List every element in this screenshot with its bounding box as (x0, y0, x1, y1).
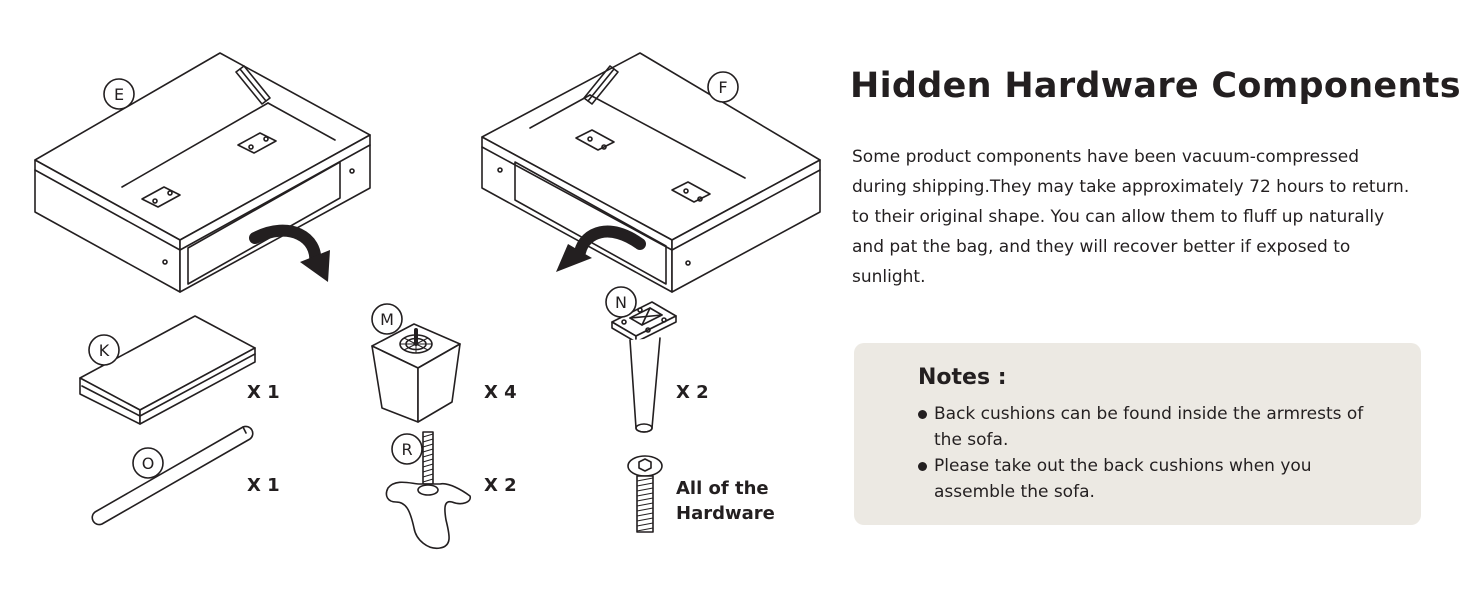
label-circle-n (605, 286, 637, 318)
label-circle-e (103, 78, 135, 110)
part-label-o: O (142, 454, 155, 473)
notes-item-text: Back cushions can be found inside the ar… (934, 404, 1364, 450)
part-label-r: R (401, 440, 412, 459)
qty-n: X 2 (676, 382, 709, 403)
notes-list: Back cushions can be found inside the ar… (918, 401, 1388, 505)
bullet-icon (918, 462, 927, 471)
page-title: Hidden Hardware Components (850, 66, 1461, 106)
back-board-k-illustration (79, 315, 256, 425)
label-circle-r (391, 433, 423, 465)
notes-item: Back cushions can be found inside the ar… (918, 401, 1388, 453)
qty-m: X 4 (484, 382, 517, 403)
qty-o: X 1 (247, 475, 280, 496)
label-circle-f (707, 71, 739, 103)
leg-n-illustration (611, 301, 677, 433)
label-circle-o (132, 447, 164, 479)
notes-item: Please take out the back cushions when y… (918, 453, 1388, 505)
bolt-illustration (627, 455, 663, 533)
part-label-f: F (718, 78, 727, 97)
armrest-e-illustration (34, 52, 371, 293)
notes-box: Notes : Back cushions can be found insid… (854, 343, 1421, 525)
qty-r: X 2 (484, 475, 517, 496)
hardware-label-line1: All of the (676, 478, 769, 499)
label-circle-k (88, 334, 120, 366)
part-label-m: M (380, 310, 394, 329)
qty-k: X 1 (247, 382, 280, 403)
part-label-e: E (114, 85, 124, 104)
part-label-k: K (99, 341, 110, 360)
description-text: Some product components have been vacuum… (852, 147, 1410, 287)
hardware-label-line2: Hardware (676, 503, 775, 524)
notes-item-text: Please take out the back cushions when y… (934, 456, 1312, 502)
knob-r-illustration (385, 431, 472, 550)
armrest-f-illustration (481, 52, 821, 293)
leg-m-illustration (371, 323, 461, 423)
hardware-diagram: E F K O M R N X 1 X 1 X 4 X 2 X 2 All of… (34, 52, 821, 550)
label-circle-m (371, 303, 403, 335)
part-label-n: N (615, 293, 627, 312)
notes-title: Notes : (918, 365, 1007, 390)
rod-o-illustration (91, 425, 254, 526)
bullet-icon (918, 410, 927, 419)
